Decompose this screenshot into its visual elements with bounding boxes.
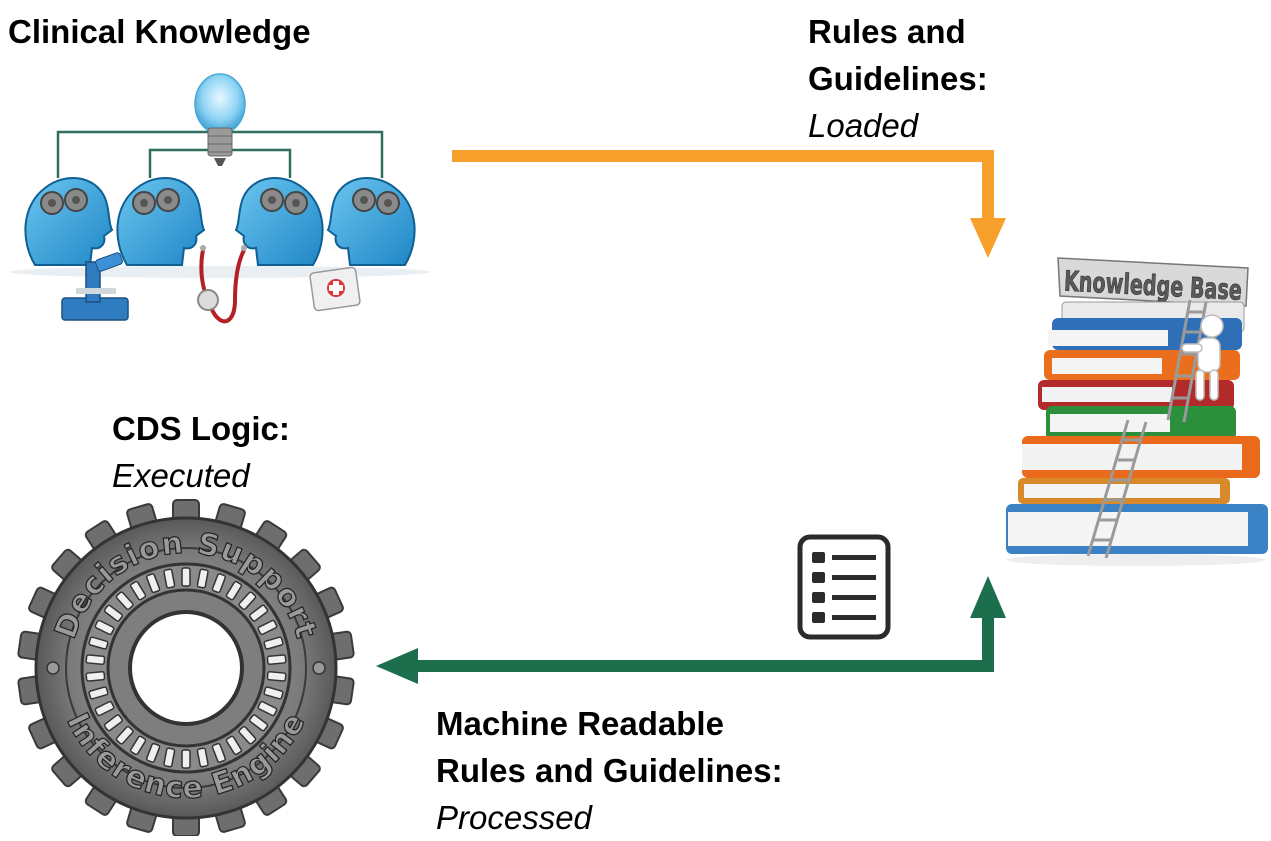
gear-slot	[88, 636, 109, 650]
gear-slot	[145, 742, 161, 763]
rules-title-line2: Guidelines:	[808, 60, 988, 97]
gear-slot	[94, 700, 115, 717]
clinical-knowledge-illustration	[10, 73, 430, 324]
ladder-icon	[1086, 299, 1208, 559]
books-stack-icon	[1006, 301, 1268, 566]
lightbulb-icon	[194, 73, 246, 166]
machine-title-line2: Rules and Guidelines:	[436, 752, 783, 789]
gear-slot	[257, 619, 278, 636]
gear-slot	[85, 671, 106, 682]
gear-slot	[263, 636, 284, 650]
rules-status: Loaded	[808, 107, 919, 144]
gear-slot	[181, 749, 191, 769]
gear-slot	[85, 654, 106, 665]
head-gears-icon	[24, 177, 114, 266]
gear-slot	[266, 671, 287, 682]
gear-slot	[196, 747, 209, 768]
head-gears-icon	[234, 177, 324, 266]
medical-kit-icon	[309, 266, 361, 312]
gear-slot	[103, 714, 123, 732]
gear-slot	[103, 604, 123, 622]
microscope-icon	[61, 252, 129, 321]
machine-status: Processed	[436, 799, 592, 836]
rules-title-line1: Rules and	[808, 13, 966, 50]
clinical-knowledge-title: Clinical Knowledge	[8, 13, 311, 50]
knowledge-base-illustration: Knowledge Base	[1006, 257, 1268, 566]
gear-slot	[238, 591, 257, 611]
cds-status: Executed	[112, 457, 250, 494]
machine-readable-label: Machine Readable Rules and Guidelines: P…	[436, 700, 783, 841]
gear-slot	[266, 654, 287, 665]
gear-slot	[94, 619, 115, 636]
gear-icon: Decision Support Inference Engine	[17, 499, 355, 836]
gear-slot	[163, 747, 176, 768]
gear-slot	[163, 568, 176, 589]
clinical-knowledge-label: Clinical Knowledge	[8, 8, 311, 55]
gear-slot	[225, 580, 243, 601]
gear-slot	[263, 686, 284, 700]
processed-arrow	[376, 576, 1006, 684]
cds-logic-label: CDS Logic: Executed	[112, 405, 290, 499]
knowledge-base-banner: Knowledge Base	[1057, 257, 1249, 307]
gear-slot	[257, 700, 278, 717]
cds-title: CDS Logic:	[112, 410, 290, 447]
gear-slot	[196, 568, 209, 589]
gear-slot	[115, 725, 134, 745]
gear-slot	[181, 567, 191, 587]
rules-guidelines-label: Rules and Guidelines: Loaded	[808, 8, 988, 149]
stethoscope-icon	[197, 245, 247, 324]
list-document-icon	[797, 534, 891, 640]
gear-slot	[145, 573, 161, 594]
gear-slot	[249, 604, 269, 622]
gear-slot	[249, 714, 269, 732]
loaded-arrow	[452, 150, 1006, 258]
gear-slot	[211, 742, 227, 763]
gear-slot	[88, 686, 109, 700]
gear-slot	[225, 735, 243, 756]
machine-title-line1: Machine Readable	[436, 705, 724, 742]
gear-slot	[129, 735, 147, 756]
gear-slot	[115, 591, 134, 611]
head-gears-icon	[116, 177, 206, 266]
gear-slot	[238, 725, 257, 745]
gear-slot	[211, 573, 227, 594]
gear-slot	[129, 580, 147, 601]
stick-figure-icon	[1181, 314, 1224, 401]
head-gears-icon	[326, 177, 416, 266]
